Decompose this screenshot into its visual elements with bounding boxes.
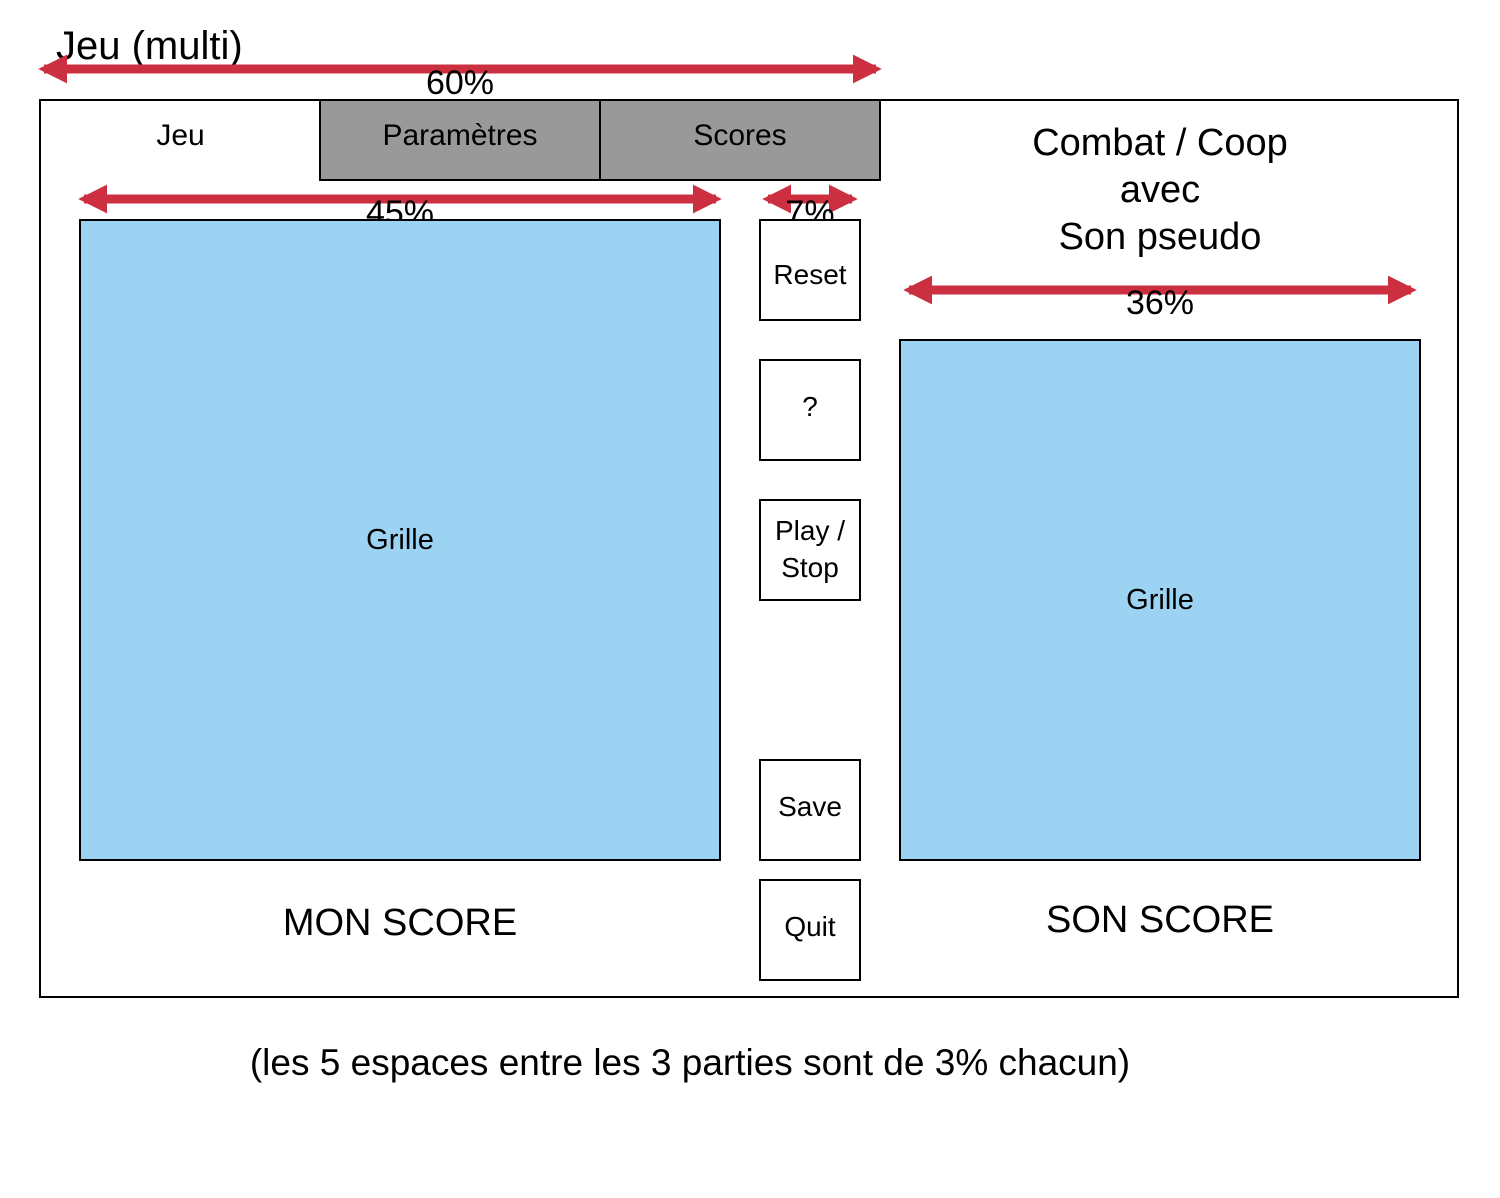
tab-parametres[interactable]: Paramètres bbox=[319, 99, 601, 181]
tab-jeu[interactable]: Jeu bbox=[39, 99, 320, 181]
my-score: MON SCORE bbox=[282, 902, 518, 944]
opponent-grid-label: Grille bbox=[1126, 583, 1194, 616]
opponent-grid-width-label: 36% bbox=[1125, 284, 1195, 322]
my-grid-label: Grille bbox=[366, 523, 434, 556]
page-title: Jeu (multi) bbox=[56, 24, 243, 68]
opponent-score: SON SCORE bbox=[1045, 899, 1275, 941]
mode-line: Combat / Coop bbox=[1032, 122, 1288, 164]
quit-button[interactable]: Quit bbox=[759, 879, 861, 981]
help-button[interactable]: ? bbox=[759, 359, 861, 461]
reset-button[interactable]: Reset bbox=[759, 219, 861, 321]
tabs-width-label: 60% bbox=[425, 64, 495, 102]
spacing-footnote: (les 5 espaces entre les 3 parties sont … bbox=[249, 1042, 1131, 1083]
tab-scores[interactable]: Scores bbox=[599, 99, 881, 181]
with-line: avec bbox=[1119, 169, 1201, 211]
opponent-grid: Grille bbox=[899, 339, 1421, 861]
save-button[interactable]: Save bbox=[759, 759, 861, 861]
opponent-heading: Combat / Coop avec Son pseudo bbox=[960, 120, 1360, 261]
my-grid[interactable]: Grille bbox=[79, 219, 721, 861]
opponent-pseudo: Son pseudo bbox=[1058, 216, 1262, 258]
play-stop-button[interactable]: Play / Stop bbox=[759, 499, 861, 601]
